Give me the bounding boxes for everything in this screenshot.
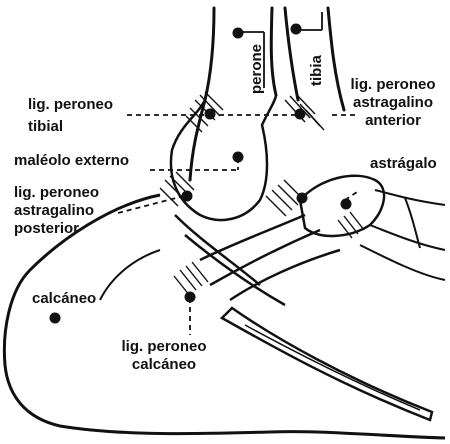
marker-dots — [50, 24, 352, 324]
label-line: lig. peroneo — [14, 184, 99, 202]
label-astragalo: astrágalo — [370, 155, 437, 173]
label-lig-peroneo-calcaneo: lig. peroneo calcáneo — [104, 338, 224, 374]
label-tibia: tibia — [308, 55, 325, 86]
label-calcaneo: calcáneo — [32, 290, 96, 308]
tendon-strap — [222, 308, 432, 420]
label-line: astragalino — [338, 94, 448, 112]
label-lig-peroneo-astragalino-anterior: lig. peroneo astragalino anterior — [338, 76, 448, 130]
label-perone: perone — [248, 44, 265, 94]
label-lig-peroneo-astragalino-posterior: lig. peroneo astragalino posterior — [14, 184, 99, 238]
label-line: calcáneo — [104, 356, 224, 374]
label-line: anterior — [338, 112, 448, 130]
label-maleolo-externo: maléolo externo — [14, 152, 129, 170]
label-line: lig. peroneo — [338, 76, 448, 94]
label-line: tibial — [28, 118, 113, 136]
label-line: astragalino — [14, 202, 99, 220]
label-lig-peroneo-tibial: lig. peroneo tibial — [28, 96, 113, 136]
label-line: posterior — [14, 220, 99, 238]
calcaneus-top — [100, 250, 160, 300]
label-line: lig. peroneo — [104, 338, 224, 356]
foot-outline-bottom — [270, 432, 445, 438]
label-line: lig. peroneo — [28, 96, 113, 114]
